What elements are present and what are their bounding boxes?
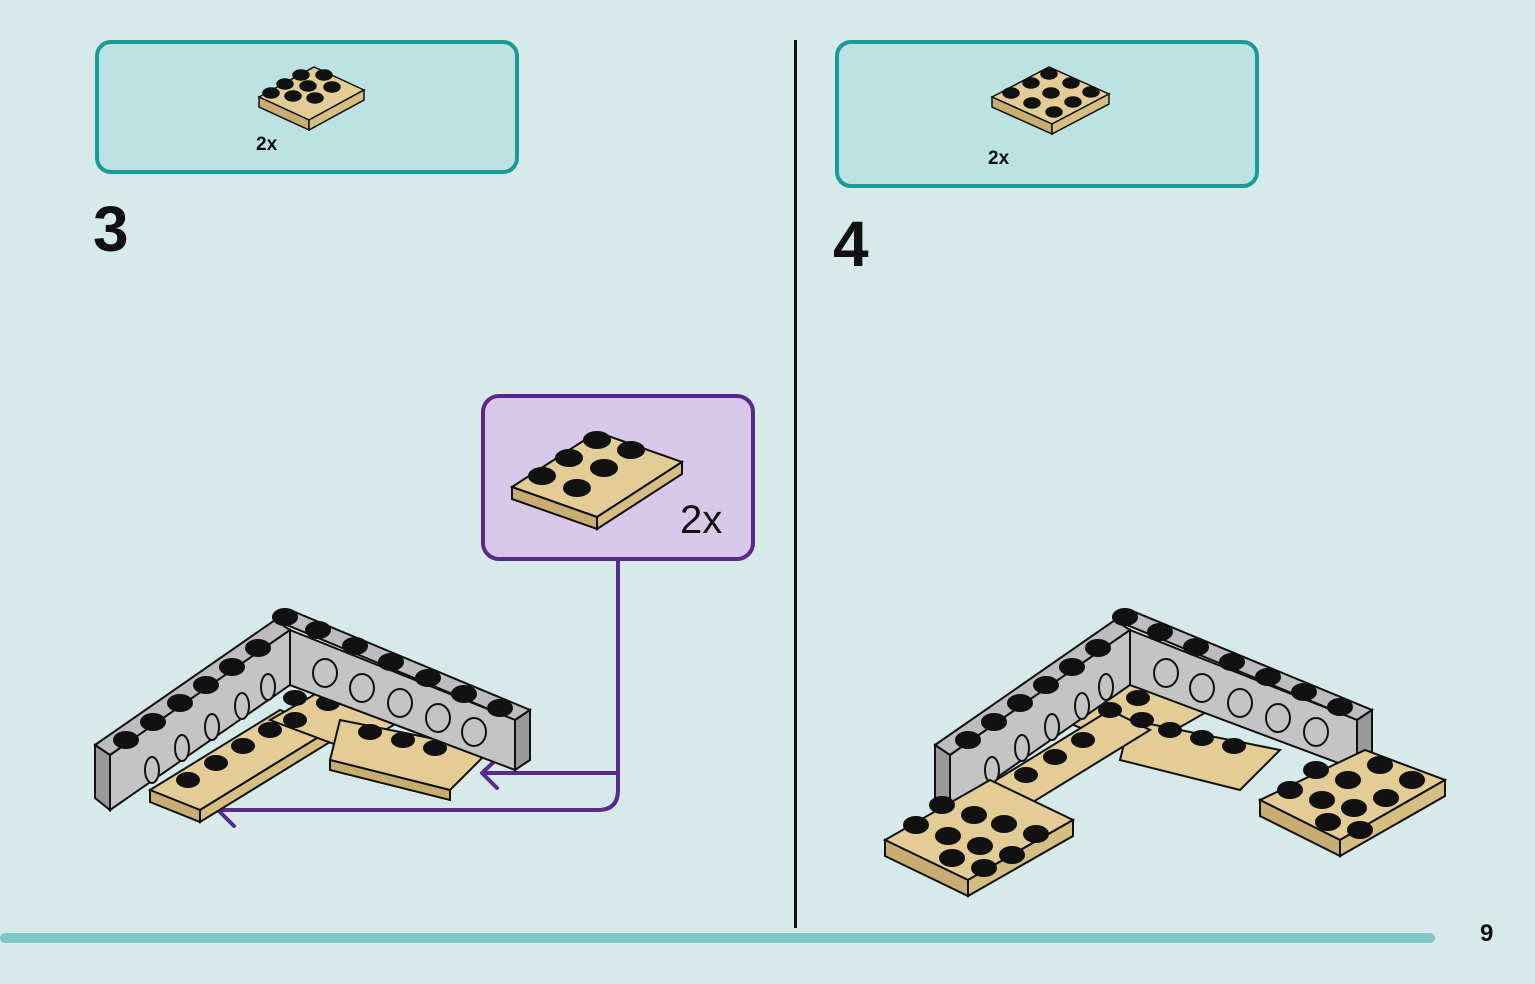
tan-plate-2x3-icon	[257, 66, 366, 132]
step-divider	[794, 40, 797, 928]
step3-model	[93, 608, 533, 824]
step4-number: 4	[833, 208, 869, 280]
step4-parts-qty: 2x	[988, 148, 1010, 169]
tan-plate-2x3-callout-icon	[509, 430, 685, 531]
step3-parts-qty: 2x	[256, 134, 278, 155]
step4-model	[882, 608, 1448, 898]
step3-callout-qty: 2x	[680, 498, 723, 542]
footer-bar	[0, 933, 1435, 943]
page-number: 9	[1480, 920, 1494, 947]
tan-plate-3x3-icon	[990, 66, 1111, 136]
step4-parts-box: 2x	[835, 40, 1259, 188]
step3-number: 3	[93, 193, 129, 265]
step3-callout: 2x	[481, 394, 755, 561]
step3-parts-box: 2x	[95, 40, 519, 174]
